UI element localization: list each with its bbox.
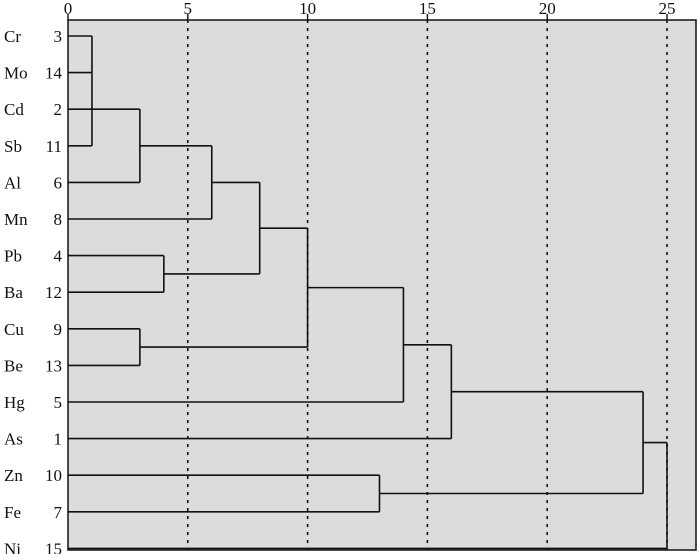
leaf-label-cd: Cd (4, 100, 24, 119)
leaf-id-mo: 14 (45, 64, 63, 83)
tick-label-15: 15 (419, 0, 436, 18)
leaf-id-sb: 11 (46, 137, 62, 156)
leaf-label-al: Al (4, 173, 21, 192)
plot-area (67, 19, 697, 551)
tick-label-20: 20 (539, 0, 556, 18)
leaf-label-ba: Ba (4, 283, 23, 302)
leaf-id-as: 1 (54, 430, 63, 449)
tick-label-5: 5 (184, 0, 193, 18)
leaf-label-mo: Mo (4, 64, 28, 83)
grid-lines (187, 20, 668, 550)
leaf-id-be: 13 (45, 356, 62, 375)
leaf-label-hg: Hg (4, 393, 25, 412)
leaf-id-cd: 2 (54, 100, 63, 119)
leaf-id-zn: 10 (45, 466, 62, 485)
leaf-id-ni: 15 (45, 539, 62, 554)
leaf-id-al: 6 (54, 173, 63, 192)
leaf-id-hg: 5 (54, 393, 63, 412)
leaf-id-ba: 12 (45, 283, 62, 302)
leaf-label-cu: Cu (4, 320, 24, 339)
tick-label-25: 25 (659, 0, 676, 18)
leaf-label-be: Be (4, 356, 23, 375)
leaf-id-pb: 4 (54, 247, 63, 266)
leaf-label-sb: Sb (4, 137, 22, 156)
leaf-label-ni: Ni (4, 539, 21, 554)
leaf-id-fe: 7 (54, 503, 63, 522)
leaf-label-pb: Pb (4, 247, 22, 266)
dendrogram-links (68, 35, 668, 550)
leaf-label-as: As (4, 430, 23, 449)
tick-label-0: 0 (64, 0, 73, 18)
leaf-id-mn: 8 (54, 210, 63, 229)
leaf-id-cu: 9 (54, 320, 63, 339)
leaf-label-zn: Zn (4, 466, 23, 485)
leaf-label-mn: Mn (4, 210, 28, 229)
leaf-label-cr: Cr (4, 27, 21, 46)
tick-label-10: 10 (299, 0, 316, 18)
x-axis-ticks: 0 5 10 15 20 25 (64, 0, 676, 20)
leaf-label-fe: Fe (4, 503, 21, 522)
leaf-id-cr: 3 (54, 27, 63, 46)
